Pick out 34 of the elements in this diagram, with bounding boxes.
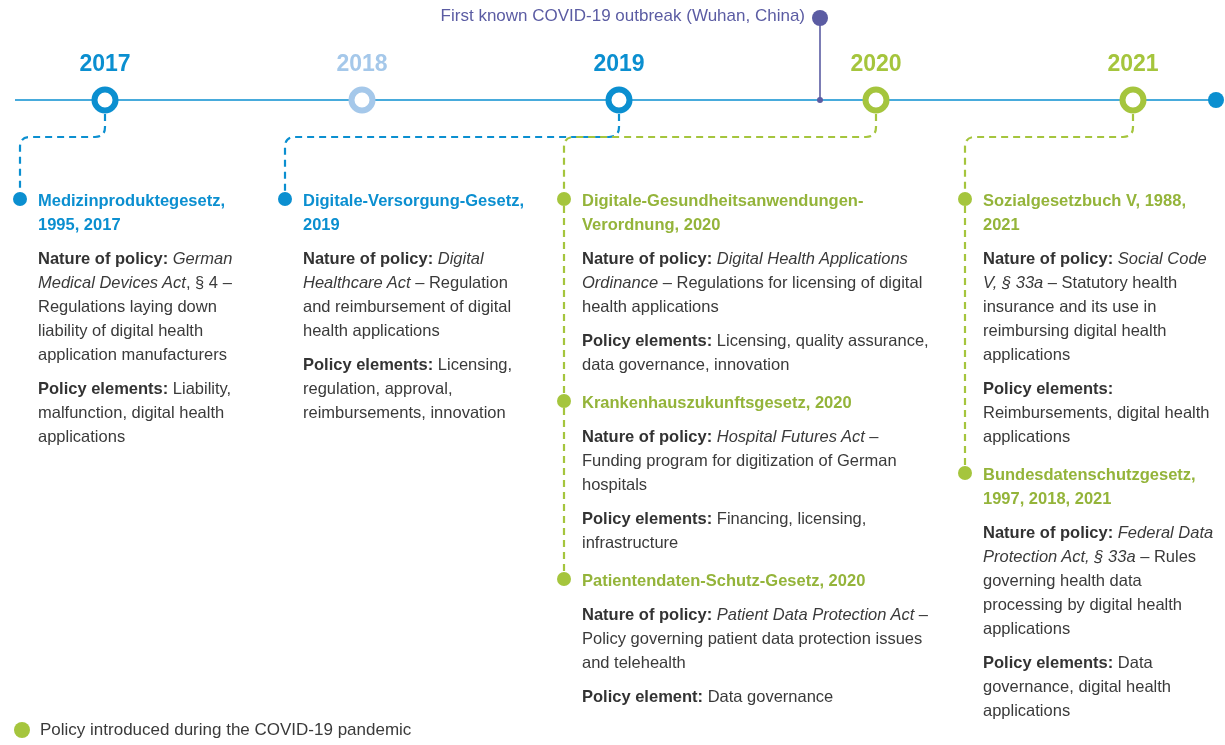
- policy-title: Sozialgesetzbuch V, 1988, 2021: [983, 190, 1187, 235]
- dashed-connector: [963, 114, 1135, 192]
- policy-description: Nature of policy: Federal Data Protection Act, § 33a – Rules governing health data processing by digital health applications: [983, 522, 1215, 639]
- year-label: 2020: [849, 50, 903, 77]
- policy-title: Medizinproduktegesetz, 1995, 2017: [38, 190, 227, 235]
- policy-description: Nature of policy: German Medical Devices Act, § 4 – Regulations laying down liability of digital health application manufacturers: [38, 248, 234, 365]
- year-label: 2019: [592, 50, 646, 77]
- policy-description: Policy elements: Liability, malfunction, digital health applications: [38, 378, 233, 447]
- policy-description: Policy elements: Financing, licensing, infrastructure: [582, 508, 868, 553]
- year-label: 2021: [1106, 50, 1160, 77]
- dashed-connector: [562, 408, 566, 572]
- dashed-connector: [283, 114, 621, 192]
- policy-description: Nature of policy: Social Code V, § 33a – Statutory health insurance and its use in reimbursing digital health applications: [983, 248, 1208, 365]
- dashed-connector: [963, 206, 967, 466]
- policy-description: Nature of policy: Hospital Futures Act – Funding program for digitization of German hospitals: [582, 426, 898, 495]
- year-label: 2017: [78, 50, 132, 77]
- policy-description: Nature of policy: Digital Health Applications Ordinance – Regulations for licensing of digital health applications: [582, 248, 924, 317]
- policy-title: Digitale-Versorgung-Gesetz, 2019: [303, 190, 525, 235]
- policy-description: Policy elements: Reimbursements, digital health applications: [983, 378, 1211, 447]
- policy-description: Policy elements: Licensing, regulation, approval, reimbursements, innovation: [303, 354, 514, 423]
- legend-label: Policy introduced during the COVID-19 pandemic: [40, 720, 412, 740]
- policy-title: Patientendaten-Schutz-Gesetz, 2020: [582, 570, 867, 591]
- policy-description: Nature of policy: Patient Data Protection Act – Policy governing patient data protection issues and telehealth: [582, 604, 930, 673]
- policy-description: Policy elements: Licensing, quality assurance, data governance, innovation: [582, 330, 930, 375]
- event-label: First known COVID-19 outbreak (Wuhan, China): [440, 6, 805, 26]
- policy-title: Krankenhauszukunftsgesetz, 2020: [582, 392, 853, 413]
- policy-title: Bundesdatenschutzgesetz, 1997, 2018, 2021: [983, 464, 1197, 509]
- policy-description: Policy elements: Data governance, digital health applications: [983, 652, 1173, 721]
- year-label: 2018: [335, 50, 389, 77]
- policy-description: Nature of policy: Digital Healthcare Act – Regulation and reimbursement of digital health applications: [303, 248, 513, 341]
- dashed-connector: [562, 114, 878, 192]
- policy-title: Digitale-Gesundheitsanwendungen-Verordnung, 2020: [582, 190, 865, 235]
- dashed-connector: [562, 206, 566, 394]
- policy-description: Policy element: Data governance: [582, 686, 835, 707]
